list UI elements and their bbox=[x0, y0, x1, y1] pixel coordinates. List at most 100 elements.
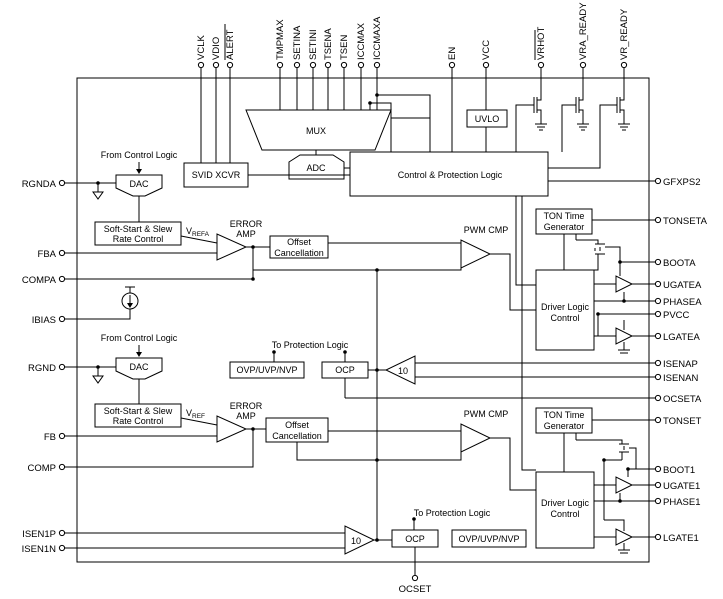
lgate-b-driver bbox=[615, 528, 634, 546]
pwm-cmp-a bbox=[460, 239, 492, 269]
current-sense-amp-a bbox=[384, 355, 416, 385]
dac-a-block bbox=[115, 174, 163, 197]
ton-time-generator-b bbox=[535, 407, 593, 434]
boot-switch-b bbox=[576, 439, 637, 520]
driver-logic-control-a bbox=[535, 269, 595, 351]
uvlo-block bbox=[466, 109, 508, 128]
pin-ugate1: UGATE1 bbox=[663, 481, 700, 492]
svid-xcvr-label: SVID XCVR bbox=[192, 170, 241, 180]
soft-start-b-block bbox=[94, 403, 182, 428]
ocp-a-label: OCP bbox=[335, 365, 355, 375]
pin-tsena: TSENA bbox=[323, 28, 334, 60]
pin-tmpmax: TMPMAX bbox=[275, 19, 286, 60]
pin-phasea: PHASEA bbox=[663, 297, 702, 308]
pin-en: EN bbox=[447, 47, 458, 60]
pin-vclk: VCLK bbox=[196, 35, 207, 60]
pin-phase1: PHASE1 bbox=[663, 497, 701, 508]
ibias-current-source bbox=[65, 286, 139, 320]
pin-lgate1: LGATE1 bbox=[663, 533, 699, 544]
pin-vcc: VCC bbox=[481, 40, 492, 60]
ton-a-line2: Generator bbox=[544, 222, 585, 232]
pin-pvcc: PVCC bbox=[663, 310, 690, 321]
ocp-b-label: OCP bbox=[405, 534, 425, 544]
pin-ugatea: UGATEA bbox=[663, 280, 702, 291]
driver-a-line1: Driver Logic bbox=[541, 302, 590, 312]
lgate-a-driver bbox=[615, 327, 634, 345]
mux-label: MUX bbox=[306, 126, 326, 136]
soft-start-b-line1: Soft-Start & Slew bbox=[104, 406, 173, 416]
error-amp-b-line1: ERROR bbox=[230, 401, 263, 411]
to-protection-logic-a: To Protection Logic bbox=[272, 340, 349, 350]
pin-isen1n: ISEN1N bbox=[22, 544, 56, 555]
ugate-a-driver bbox=[615, 275, 634, 293]
ovp-b-label: OVP/UVP/NVP bbox=[458, 534, 519, 544]
pin-lgatea: LGATEA bbox=[663, 332, 700, 343]
pin-ocseta: OCSETA bbox=[663, 394, 702, 405]
pin-boota: BOOTA bbox=[663, 258, 696, 269]
driver-a-line2: Control bbox=[550, 313, 579, 323]
ovp-uvp-nvp-a bbox=[229, 361, 305, 379]
driver-b-line2: Control bbox=[550, 509, 579, 519]
adc-label: ADC bbox=[306, 163, 326, 173]
pin-isenan: ISENAN bbox=[663, 373, 699, 384]
error-amp-b-line2: AMP bbox=[236, 411, 256, 421]
current-sense-amp-b bbox=[344, 525, 376, 555]
offset-a-line2: Cancellation bbox=[274, 248, 324, 258]
soft-start-a-block bbox=[94, 221, 182, 246]
ground-symbol-a bbox=[92, 191, 104, 200]
offset-b-line2: Cancellation bbox=[272, 431, 322, 441]
vref-a-label: VREFA bbox=[186, 226, 210, 238]
ovp-uvp-nvp-b bbox=[451, 529, 527, 548]
dac-a-label: DAC bbox=[129, 179, 149, 189]
pin-isen1p: ISEN1P bbox=[22, 529, 56, 540]
pin-tonset: TONSET bbox=[663, 416, 702, 427]
boot-switch-a bbox=[576, 239, 622, 276]
error-amp-a bbox=[216, 233, 248, 261]
pin-ocset: OCSET bbox=[399, 584, 432, 595]
soft-start-a-line1: Soft-Start & Slew bbox=[104, 224, 173, 234]
right-pins: GFXPS2 TONSETA BOOTA UGATEA PHASEA PVCC … bbox=[345, 177, 708, 544]
pin-rgnd: RGND bbox=[28, 363, 56, 374]
vra-ready-mosfet bbox=[561, 92, 589, 152]
uvlo-label: UVLO bbox=[475, 114, 500, 124]
driver-b-line1: Driver Logic bbox=[541, 498, 590, 508]
left-pins: RGNDA FBA COMPA IBIAS RGND FB COMP ISEN1… bbox=[22, 179, 66, 555]
error-amp-b bbox=[216, 415, 248, 443]
vrhot-mosfet bbox=[515, 92, 547, 152]
pin-comp: COMP bbox=[28, 463, 57, 474]
vr-ready-mosfet bbox=[548, 92, 630, 169]
offset-cancellation-a-block bbox=[269, 235, 329, 259]
gain-a-label: 10 bbox=[398, 366, 408, 376]
pin-gfxps2: GFXPS2 bbox=[663, 177, 701, 188]
gain-b-label: 10 bbox=[351, 536, 361, 546]
ovp-a-label: OVP/UVP/NVP bbox=[236, 365, 297, 375]
offset-a-line1: Offset bbox=[287, 237, 311, 247]
mux-block bbox=[245, 109, 392, 151]
from-control-logic-b: From Control Logic bbox=[101, 333, 178, 343]
pin-ibias: IBIAS bbox=[32, 315, 56, 326]
pwm-cmp-a-label: PWM CMP bbox=[464, 225, 509, 235]
vref-b-label: VREF bbox=[186, 408, 205, 420]
pin-fb: FB bbox=[44, 432, 56, 443]
offset-cancellation-b-block bbox=[265, 417, 329, 443]
pin-iccmaxa: ICCMAXA bbox=[372, 16, 383, 60]
ton-b-line1: TON Time bbox=[544, 410, 585, 420]
pin-rgnda: RGNDA bbox=[22, 179, 57, 190]
dac-b-label: DAC bbox=[129, 362, 149, 372]
driver-logic-control-b bbox=[535, 471, 595, 549]
soft-start-a-line2: Rate Control bbox=[113, 234, 164, 244]
ton-a-line1: TON Time bbox=[544, 211, 585, 221]
pwm-cmp-b bbox=[460, 423, 492, 453]
pin-iccmax: ICCMAX bbox=[356, 22, 367, 60]
ton-time-generator-a bbox=[535, 208, 593, 235]
pin-vra-ready: VRA_READY bbox=[578, 2, 589, 60]
pwm-cmp-b-label: PWM CMP bbox=[464, 409, 509, 419]
chip-outline bbox=[76, 77, 650, 563]
ugate-b-driver bbox=[615, 476, 634, 494]
pin-alert: ALERT bbox=[225, 29, 236, 60]
error-amp-a-line1: ERROR bbox=[230, 219, 263, 229]
dac-b-block bbox=[115, 357, 163, 380]
offset-b-line1: Offset bbox=[285, 420, 309, 430]
